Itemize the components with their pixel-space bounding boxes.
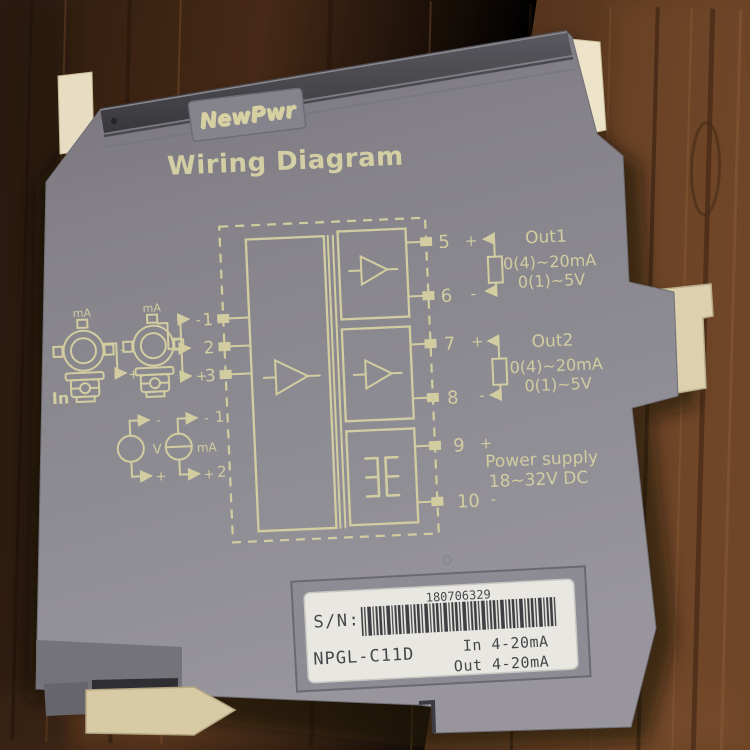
out2-name: Out2	[531, 330, 573, 352]
left-terminal-squares	[217, 313, 232, 380]
terminal-1-sign: -	[195, 313, 201, 329]
label-in-spec: In 4-20mA	[462, 632, 549, 654]
brand-logo: NewPwr NewPwr	[187, 87, 307, 142]
terminal-8-pad	[426, 392, 440, 403]
terminal-8-num: 8	[447, 387, 459, 408]
terminal-2-num: 2	[203, 338, 215, 358]
terminal-5-pad	[419, 236, 433, 247]
terminal-6-pad	[422, 290, 435, 301]
pressure-transmitter-1-icon	[52, 318, 115, 404]
transformer-icon	[364, 455, 401, 498]
amplifier-icon	[348, 254, 399, 287]
out1-name: Out1	[525, 227, 567, 249]
out1-range-v: 0(1)~5V	[517, 270, 585, 292]
barcode	[360, 596, 558, 637]
wood-knot	[689, 121, 722, 217]
alt-terminal-bottom-num: 2	[217, 463, 227, 481]
input-leads	[228, 316, 253, 376]
output2-amplifier-block	[340, 325, 415, 423]
power-supply-line1: Power supply	[485, 447, 599, 472]
isolation-barrier	[326, 234, 347, 529]
terminal-9-num: 9	[453, 435, 465, 456]
out1-load-loop	[482, 232, 504, 298]
terminal-9-sign: +	[479, 434, 492, 453]
din-clip-arrow	[85, 686, 237, 736]
right-terminal-squares	[419, 236, 444, 507]
dashed-boundary-box	[218, 216, 440, 544]
mold-mark	[442, 555, 452, 565]
top-cap-bevel	[105, 68, 576, 148]
terminal-7-pad	[424, 338, 437, 349]
label-out-spec: Out 4-20mA	[453, 652, 549, 675]
amplifier-icon	[352, 358, 403, 391]
amplifier-icon	[262, 358, 321, 397]
out1-range-ma: 0(4)~20mA	[503, 250, 597, 273]
terminal-10-num: 10	[457, 491, 481, 513]
out2-range-ma: 0(4)~20mA	[509, 354, 603, 377]
top-cap-highlight	[99, 31, 568, 111]
terminal-10-pad	[431, 496, 444, 507]
wiring-diagram-print: Wiring Diagram	[51, 142, 603, 544]
terminal-6-sign: -	[470, 285, 476, 303]
brand-logo-plate	[187, 87, 307, 142]
input-label: In	[51, 388, 69, 408]
voltage-source-label: V	[153, 442, 163, 457]
top-cap-seam	[103, 56, 574, 138]
v-bottom-sign: +	[155, 469, 167, 484]
terminal-3-num: 3	[204, 366, 216, 386]
terminal-5-sign: +	[464, 231, 477, 250]
tx1-unit-label: mA	[72, 306, 91, 320]
terminal-1-num: 1	[202, 310, 214, 330]
power-supply-line2: 18~32V DC	[488, 468, 588, 492]
cap-hole	[110, 117, 118, 125]
terminal-2-pad	[218, 341, 231, 352]
label-sn-prefix: S/N:	[313, 610, 361, 632]
out2-range-v: 0(1)~5V	[524, 374, 592, 396]
terminal-3-pad	[219, 369, 232, 380]
pressure-transmitter-2-icon	[122, 313, 185, 399]
din-release-notch	[418, 699, 436, 734]
terminal-9-pad	[428, 440, 442, 451]
label-serial-number: 180706329	[425, 587, 491, 604]
terminal-7-num: 7	[443, 334, 455, 355]
alt-terminal-top-num: 1	[214, 408, 224, 426]
terminal-8-sign: -	[479, 386, 485, 404]
bottom-din-area	[36, 640, 436, 736]
terminal-6-num: 6	[440, 286, 452, 307]
tx1-plus-sign: +	[128, 367, 140, 382]
current-source-label: mA	[197, 440, 218, 455]
terminal-1-pad	[217, 313, 230, 324]
bottom-recess	[36, 640, 182, 690]
power-transformer-block	[345, 427, 420, 527]
voltage-source-icon	[116, 413, 153, 483]
terminal-10-sign: -	[490, 490, 496, 508]
input-amplifier-block	[244, 234, 338, 533]
tx2-unit-label: mA	[142, 301, 161, 315]
current-source-icon	[164, 411, 201, 481]
output-leads	[405, 240, 433, 504]
terminal-7-sign: +	[471, 332, 484, 351]
ma-top-sign: -	[204, 411, 210, 426]
v-top-sign: -	[156, 413, 162, 428]
terminal-5-num: 5	[438, 232, 450, 253]
device-body	[35, 31, 679, 734]
product-label: S/N: 180706329 NPGL-C11D In 4-20mA Out 4…	[290, 565, 592, 693]
output1-amplifier-block	[336, 227, 411, 321]
clip-housing	[44, 682, 90, 716]
out2-load-loop	[486, 334, 509, 402]
terminal-3-sign: +	[196, 368, 208, 384]
ma-bottom-sign: +	[203, 467, 215, 482]
